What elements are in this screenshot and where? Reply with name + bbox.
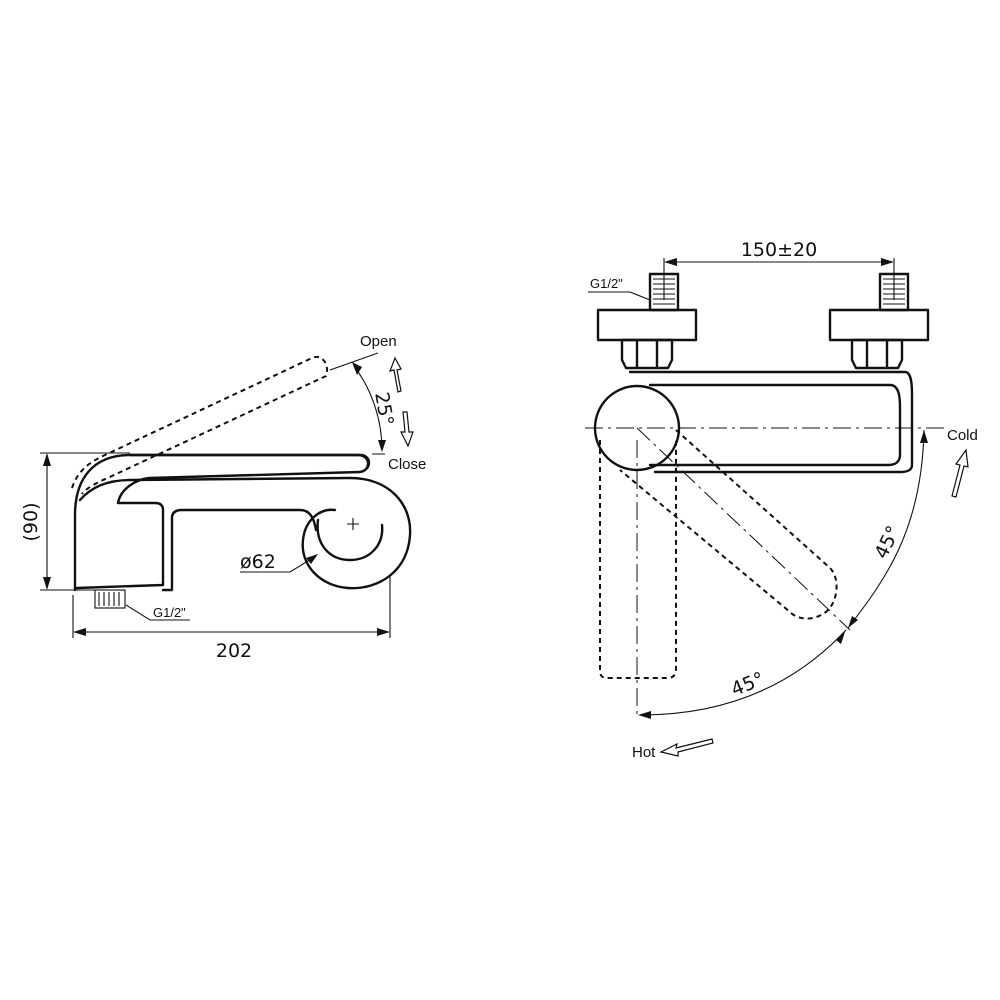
top-view: 150±20 G1/2" xyxy=(585,239,978,761)
height-label: (90) xyxy=(20,502,42,541)
angle-arc xyxy=(638,429,928,719)
angle-25-label: 25° xyxy=(370,390,398,427)
center-line-diagonal xyxy=(636,427,851,631)
open-arrow-icon xyxy=(389,356,402,393)
side-view: (90) 202 ø62 G1/2" 25° xyxy=(20,333,426,662)
lever-open xyxy=(71,355,328,495)
left-nut xyxy=(620,338,674,370)
diameter-label: ø62 xyxy=(240,551,276,573)
length-dimension: 202 xyxy=(72,575,391,662)
lever-45-position xyxy=(619,429,838,620)
thread-fitting xyxy=(94,589,126,609)
hot-arrow-icon xyxy=(659,738,714,757)
close-arrow-icon xyxy=(400,411,414,448)
right-nut xyxy=(850,338,904,370)
thread-label-side: G1/2" xyxy=(153,605,186,620)
length-label: 202 xyxy=(216,640,252,662)
lever-hot-position xyxy=(599,440,677,679)
angle-45-upper-label: 45° xyxy=(870,522,905,562)
mixer-body xyxy=(628,370,914,474)
spout-lip xyxy=(78,476,352,502)
height-dimension: (90) xyxy=(20,452,130,591)
diameter-leader: ø62 xyxy=(240,551,318,573)
lever-closed xyxy=(128,453,370,474)
angle-25-dimension: 25° xyxy=(329,352,398,455)
thread-leader: G1/2" xyxy=(125,604,190,621)
spout-body xyxy=(73,453,371,592)
cartridge-center-mark xyxy=(347,518,359,530)
mixer-body-inner xyxy=(648,383,902,467)
cold-arrow-icon xyxy=(951,448,969,498)
open-label: Open xyxy=(360,333,397,350)
angle-45-lower-label: 45° xyxy=(728,668,767,701)
cartridge-body xyxy=(301,476,412,590)
cartridge-inner xyxy=(316,518,384,562)
hot-label: Hot xyxy=(632,744,656,761)
thread-label-top: G1/2" xyxy=(590,276,623,291)
spout-underside xyxy=(161,508,318,592)
right-escutcheon xyxy=(828,308,930,342)
spacing-label: 150±20 xyxy=(741,239,817,261)
thread-leader-top: G1/2" xyxy=(588,276,651,301)
close-label: Close xyxy=(388,456,426,473)
spacing-dimension: 150±20 xyxy=(663,239,895,300)
left-escutcheon xyxy=(596,308,698,342)
cold-label: Cold xyxy=(947,427,978,444)
